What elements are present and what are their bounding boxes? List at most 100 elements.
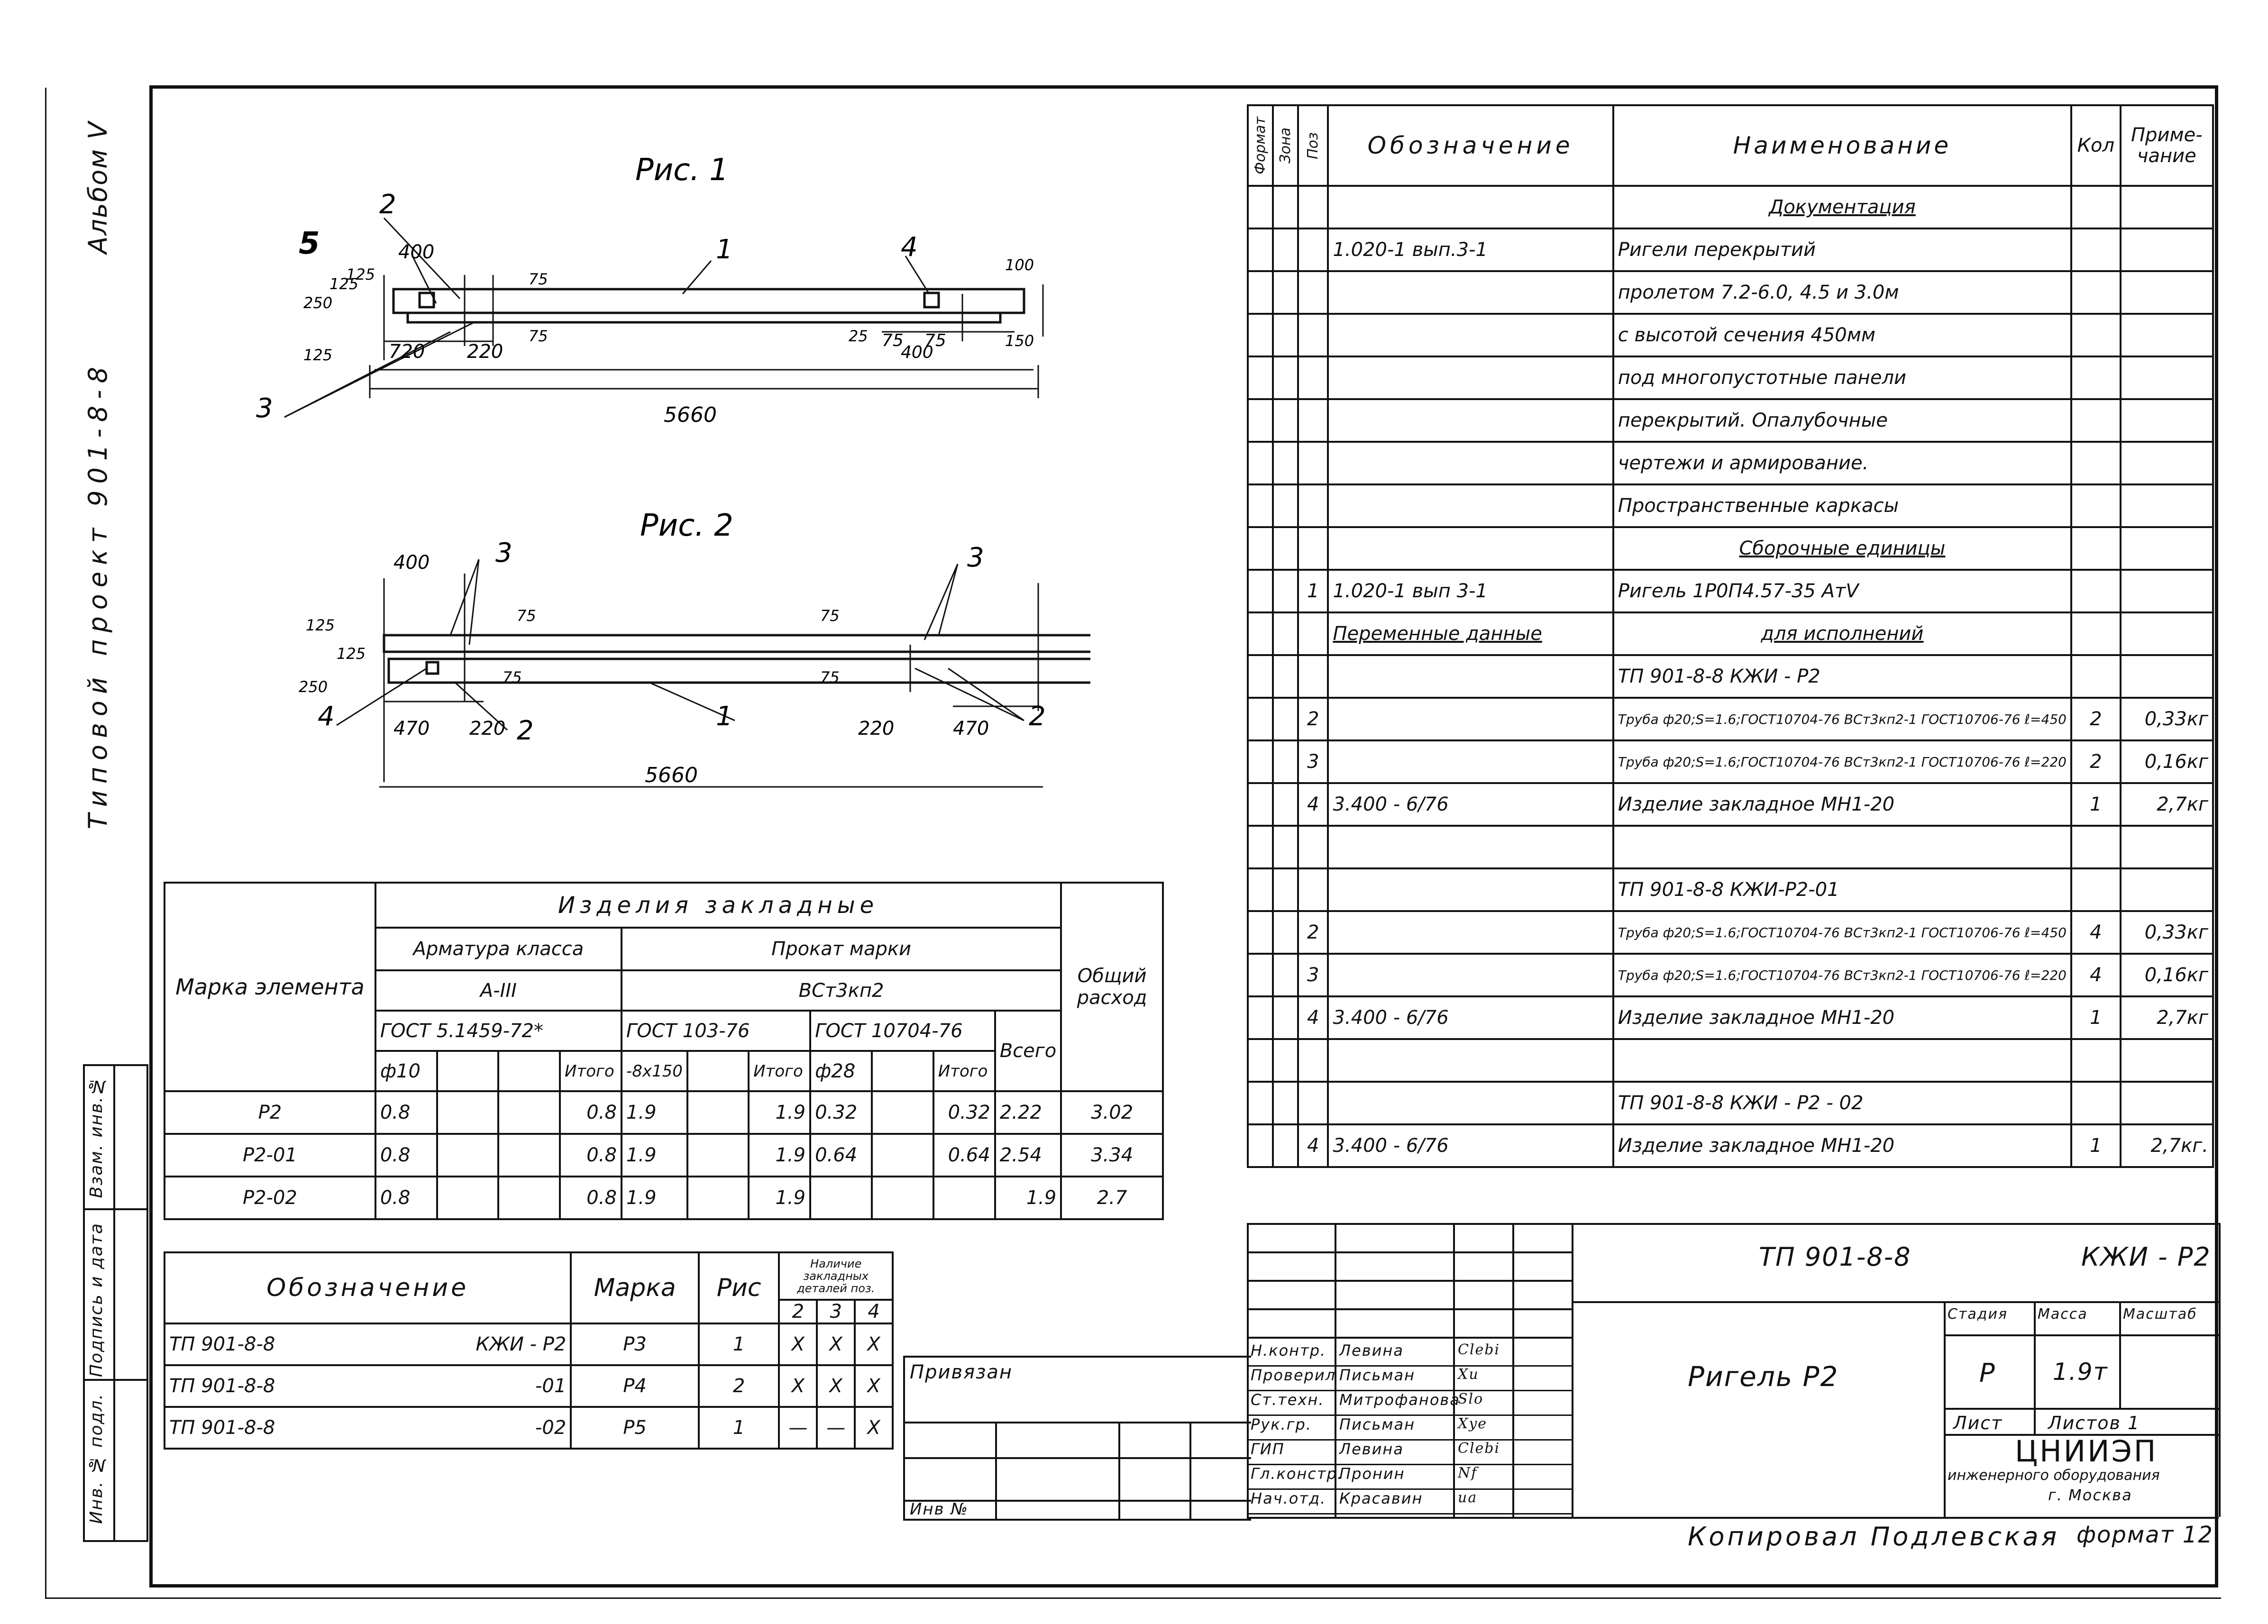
figure-1: Рис. 1 1 2 3 4 5 400 720 220 5660 400 75…: [256, 153, 1044, 427]
role-label: Рук.гр.: [1251, 1415, 1312, 1433]
fig1-title: Рис. 1: [635, 153, 729, 188]
table-row: Сборочные единицы: [1246, 526, 2214, 571]
side-stamp: Взам. инв.№ Подпись и дата Инв. № подл.: [83, 1064, 148, 1542]
overall-header: Общий расход: [1060, 882, 1164, 1092]
role-label: Н.контр.: [1251, 1341, 1326, 1359]
signature: Clebi: [1458, 1440, 1500, 1457]
person-name: Левина: [1339, 1440, 1404, 1458]
table-row: под многопустотные панели: [1246, 356, 2214, 400]
svg-text:1: 1: [716, 701, 733, 732]
signature: Xye: [1458, 1415, 1488, 1432]
org-name: ЦНИИЭП: [2015, 1434, 2158, 1469]
person-name: Красавин: [1339, 1489, 1423, 1507]
bound-label: Привязан: [910, 1361, 1013, 1383]
svg-text:4: 4: [901, 232, 918, 263]
outer-border-line: [45, 1597, 2221, 1599]
album-label: Альбом V: [83, 121, 113, 254]
sign-date-label: Подпись и дата: [87, 1223, 106, 1378]
doc-code: ТП 901-8-8: [1759, 1242, 1911, 1272]
table-row: Документация: [1246, 185, 2214, 229]
svg-text:720: 720: [389, 341, 425, 363]
specification-table: Формат Зона Поз Обозначение Наименование…: [1246, 104, 2214, 1168]
fig2-title: Рис. 2: [640, 508, 733, 543]
signature: Nf: [1458, 1465, 1478, 1481]
doc-mark: КЖИ - Р2: [2081, 1242, 2211, 1272]
signature: Slo: [1458, 1391, 1484, 1407]
signature: ua: [1458, 1489, 1478, 1506]
svg-text:220: 220: [858, 718, 894, 739]
table-row: [1246, 825, 2214, 869]
person-name: Митрофанова: [1339, 1391, 1460, 1409]
svg-text:125: 125: [329, 275, 358, 293]
svg-text:2: 2: [1029, 701, 1046, 732]
svg-text:125: 125: [337, 645, 366, 663]
svg-text:3: 3: [256, 393, 273, 424]
svg-text:125: 125: [306, 616, 335, 634]
svg-text:75: 75: [529, 270, 548, 288]
role-label: Гл.констр.: [1251, 1465, 1343, 1483]
table-row: перекрытий. Опалубочные: [1246, 398, 2214, 443]
signature: Xu: [1458, 1366, 1479, 1383]
table-row: ТП 901-8-8 КЖИ - Р2: [1246, 654, 2214, 699]
svg-text:5660: 5660: [645, 763, 698, 787]
svg-text:220: 220: [469, 718, 505, 739]
svg-text:25: 25: [849, 327, 868, 345]
svg-text:75: 75: [820, 607, 840, 625]
table-row: Пространственные каркасы: [1246, 484, 2214, 528]
svg-text:4: 4: [318, 701, 335, 732]
svg-text:5660: 5660: [664, 403, 717, 427]
person-name: Пронин: [1339, 1465, 1405, 1483]
drawing-frame: [149, 85, 2218, 1588]
role-label: Ст.техн.: [1251, 1391, 1325, 1409]
svg-text:75: 75: [882, 331, 904, 350]
table-row: [1246, 1038, 2214, 1083]
format-label: формат 12: [2076, 1522, 2213, 1548]
table-row: пролетом 7.2-6.0, 4.5 и 3.0м: [1246, 270, 2214, 315]
copied-by: Копировал Подлевская: [1688, 1522, 2060, 1551]
svg-text:75: 75: [820, 668, 840, 686]
project-label: Типовой проект 901-8-8: [83, 360, 113, 830]
person-name: Левина: [1339, 1341, 1404, 1359]
svg-text:3: 3: [967, 542, 984, 573]
svg-text:470: 470: [393, 718, 430, 739]
element-mark-header: Марка элемента: [164, 882, 376, 1092]
outer-border-left: [45, 88, 46, 1597]
svg-text:75: 75: [517, 607, 536, 625]
svg-text:150: 150: [1005, 332, 1034, 350]
svg-text:470: 470: [953, 718, 989, 739]
signature: Clebi: [1458, 1341, 1500, 1358]
role-label: Проверил: [1251, 1366, 1336, 1384]
svg-text:125: 125: [303, 346, 332, 364]
binding-block: Привязан Инв №: [903, 1356, 1251, 1521]
figure-2: Рис. 2 1 2 2 3 3 4 400 125 250 125 75 75…: [299, 508, 1090, 788]
svg-text:400: 400: [398, 241, 434, 263]
role-label: Нач.отд.: [1251, 1489, 1326, 1507]
svg-text:220: 220: [467, 341, 503, 363]
designation-table: Обозначение Марка Рис Наличие закладных …: [163, 1251, 894, 1450]
element-title: Ригель Р2: [1688, 1360, 1839, 1393]
svg-text:250: 250: [299, 678, 328, 696]
table-row: ТП 901-8-8 КЖИ-Р2-01: [1246, 867, 2214, 912]
embedded-items-table: Марка элемента Изделия закладные Общий р…: [164, 882, 1164, 1220]
inv-label: Взам. инв.№: [87, 1076, 106, 1198]
svg-text:5: 5: [299, 226, 320, 261]
svg-text:75: 75: [503, 668, 522, 686]
table-row: с высотой сечения 450мм: [1246, 313, 2214, 357]
title-block: ТП 901-8-8 КЖИ - Р2 Ригель Р2 Стадия Мас…: [1247, 1223, 2221, 1519]
inv-orig-label: Инв. № подл.: [87, 1393, 106, 1524]
svg-text:2: 2: [379, 189, 396, 220]
svg-text:1: 1: [716, 234, 733, 265]
svg-text:3: 3: [495, 538, 512, 568]
